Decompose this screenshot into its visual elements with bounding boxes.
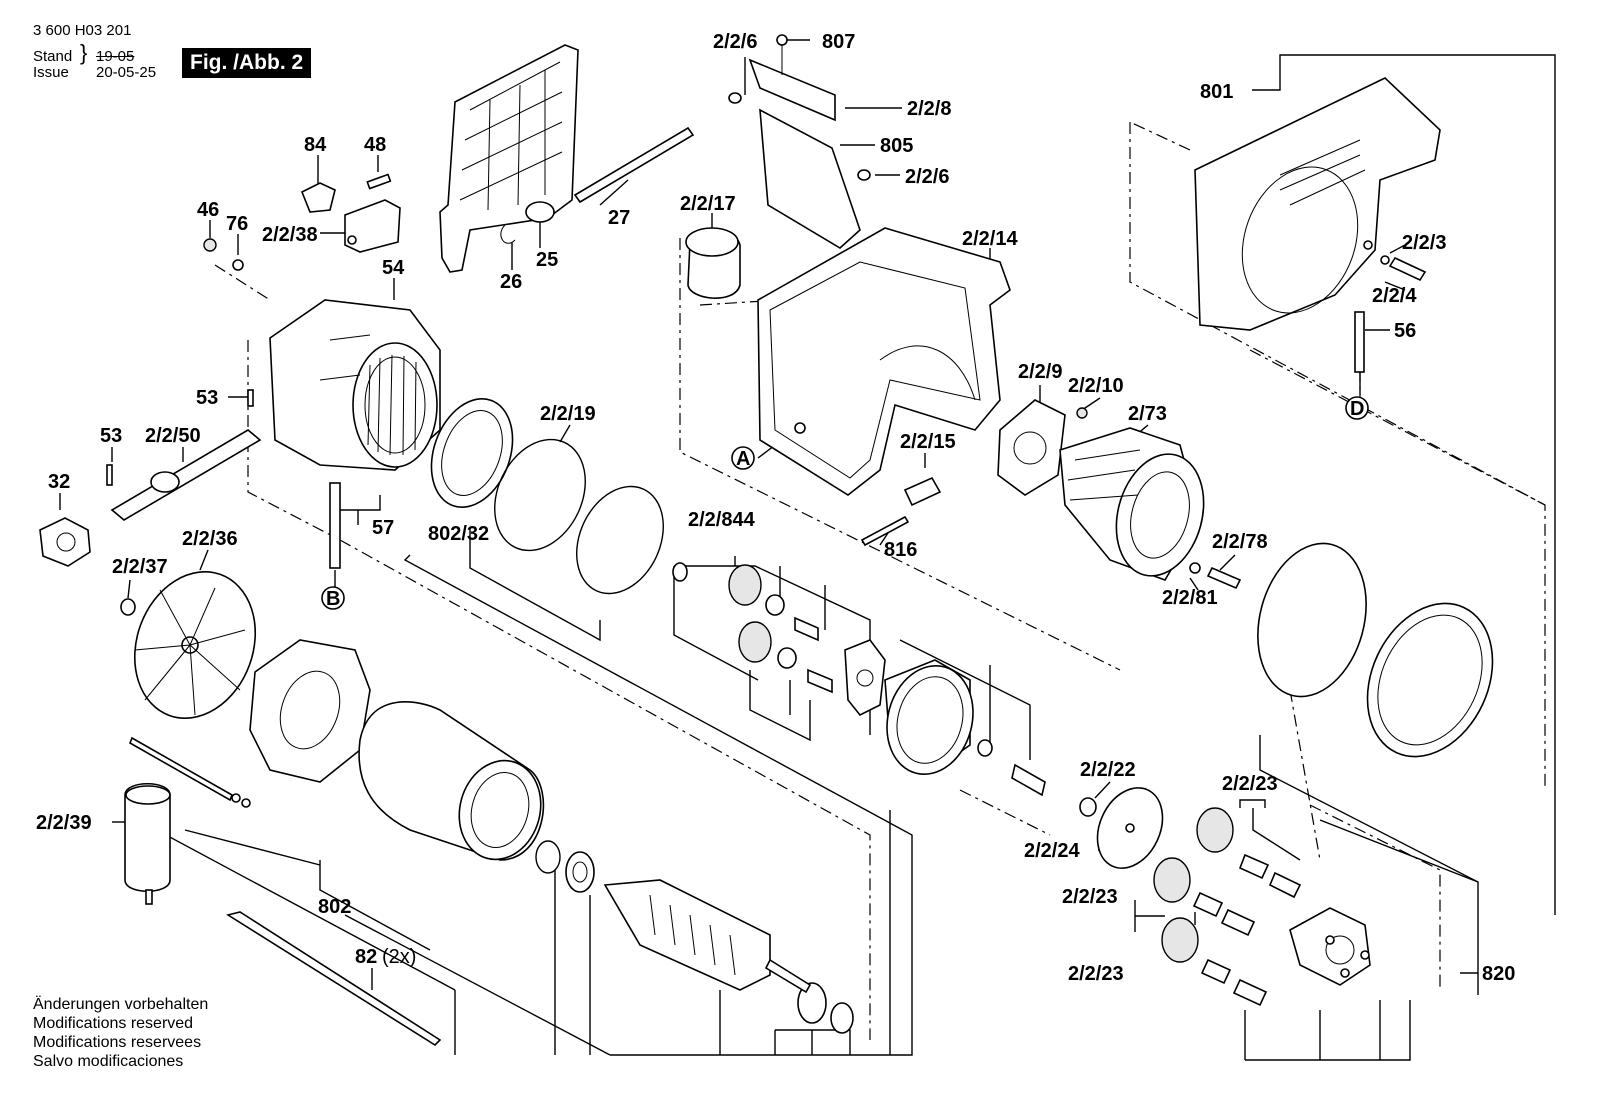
label-53: 53 xyxy=(196,387,218,409)
label-d: D xyxy=(1350,398,1364,420)
part-labels: 2/2/6 807 2/2/8 805 2/2/6 801 84 48 46 7… xyxy=(36,31,1515,985)
label-2-2-15: 2/2/15 xyxy=(900,431,956,453)
shaft-27 xyxy=(500,126,695,244)
top-plate xyxy=(728,34,871,249)
label-2-2-37: 2/2/37 xyxy=(112,556,168,578)
label-2-2-36: 2/2/36 xyxy=(182,528,238,550)
label-2-2-844: 2/2/844 xyxy=(688,509,756,531)
label-2-2-6: 2/2/6 xyxy=(713,31,757,53)
gasket xyxy=(997,399,1088,496)
label-2-2-23: 2/2/23 xyxy=(1068,963,1124,985)
label-820: 820 xyxy=(1482,963,1515,985)
capacitor xyxy=(124,783,171,905)
label-2-2-23: 2/2/23 xyxy=(1062,886,1118,908)
label-54: 54 xyxy=(382,257,405,279)
pinion xyxy=(977,739,1046,797)
label-2-2-50: 2/2/50 xyxy=(145,425,201,447)
right-housing xyxy=(1194,77,1441,373)
note-french: Modifications reservees xyxy=(33,1034,202,1051)
note-spanish: Salvo modificaciones xyxy=(33,1053,184,1070)
label-46: 46 xyxy=(197,199,219,221)
label-2-2-39: 2/2/39 xyxy=(36,812,92,834)
label-b: B xyxy=(326,588,340,610)
label-84: 84 xyxy=(304,134,327,156)
end-shield xyxy=(249,639,371,783)
label-2-2-24: 2/2/24 xyxy=(1024,840,1080,862)
label-56: 56 xyxy=(1394,320,1416,342)
long-bolt xyxy=(128,736,251,808)
guard-plate xyxy=(439,44,579,273)
label-2-2-4: 2/2/4 xyxy=(1372,285,1417,307)
planetary-set xyxy=(672,562,886,717)
label-2-2-23: 2/2/23 xyxy=(1222,773,1278,795)
label-82-quantity: (2x) xyxy=(382,946,416,968)
gearbox-housing xyxy=(685,227,1011,496)
note-english: Modifications reserved xyxy=(33,1015,194,1032)
label-76: 76 xyxy=(226,213,248,235)
seal-rings xyxy=(1257,542,1494,758)
reference-markers xyxy=(321,396,1369,610)
label-2-2-8: 2/2/8 xyxy=(907,98,951,120)
screw-2-2-78 xyxy=(1189,562,1242,590)
issue-label: Issue xyxy=(33,64,69,81)
fan-shroud xyxy=(1059,427,1205,581)
label-2-2-17: 2/2/17 xyxy=(680,193,736,215)
label-802-32: 802/32 xyxy=(428,523,489,545)
disc xyxy=(1079,787,1164,869)
planet-carrier xyxy=(1289,907,1371,986)
pin-2-2-15 xyxy=(860,476,942,547)
bracket-lines xyxy=(137,54,1556,1061)
armature xyxy=(603,879,812,994)
label-2-2-3: 2/2/3 xyxy=(1402,232,1446,254)
stator xyxy=(358,701,545,861)
figure-label: Fig. /Abb. 2 xyxy=(182,48,312,78)
label-26: 26 xyxy=(500,271,522,293)
output-shaft xyxy=(39,389,262,567)
label-2-2-10: 2/2/10 xyxy=(1068,375,1124,397)
label-2-2-9: 2/2/9 xyxy=(1018,361,1062,383)
label-2-2-81: 2/2/81 xyxy=(1162,587,1218,609)
stand-label: Stand xyxy=(33,48,73,65)
note-german: Änderungen vorbehalten xyxy=(33,996,209,1013)
dash-lines xyxy=(214,121,1546,1040)
label-2-2-19: 2/2/19 xyxy=(540,403,596,425)
label-805: 805 xyxy=(880,135,913,157)
gear-set-2-2-23 xyxy=(1153,807,1302,1007)
label-2-2-78: 2/2/78 xyxy=(1212,531,1268,553)
label-25: 25 xyxy=(536,249,558,271)
label-807: 807 xyxy=(822,31,855,53)
label-a: A xyxy=(736,448,750,470)
terminal-block xyxy=(203,173,401,298)
label-48: 48 xyxy=(364,134,386,156)
label-801: 801 xyxy=(1200,81,1233,103)
label-32: 32 xyxy=(48,471,70,493)
label-802: 802 xyxy=(318,896,351,918)
label-2-73: 2/73 xyxy=(1128,403,1167,425)
label-57: 57 xyxy=(372,517,394,539)
circlips xyxy=(494,438,664,595)
label-27: 27 xyxy=(608,207,630,229)
fan xyxy=(120,570,257,720)
label-82: 82 xyxy=(355,946,377,968)
bearings xyxy=(535,840,854,1034)
pin-57 xyxy=(329,482,341,569)
label-2-2-38: 2/2/38 xyxy=(262,224,318,246)
motor-housing xyxy=(269,299,441,471)
brace: } xyxy=(80,40,88,65)
modification-notes: Änderungen vorbehalten Modifications res… xyxy=(33,995,208,1071)
issue-value: 20-05-25 xyxy=(96,64,157,81)
label-2-2-6: 2/2/6 xyxy=(905,166,949,188)
label-2-2-22: 2/2/22 xyxy=(1080,759,1136,781)
label-816: 816 xyxy=(884,539,917,561)
label-2-2-14: 2/2/14 xyxy=(962,228,1018,250)
internal-ring-gear xyxy=(884,659,974,776)
label-53: 53 xyxy=(100,425,122,447)
document-number: 3 600 H03 201 xyxy=(33,22,132,39)
stand-value: 19-05 xyxy=(96,48,135,65)
cable-tie xyxy=(225,911,442,1047)
